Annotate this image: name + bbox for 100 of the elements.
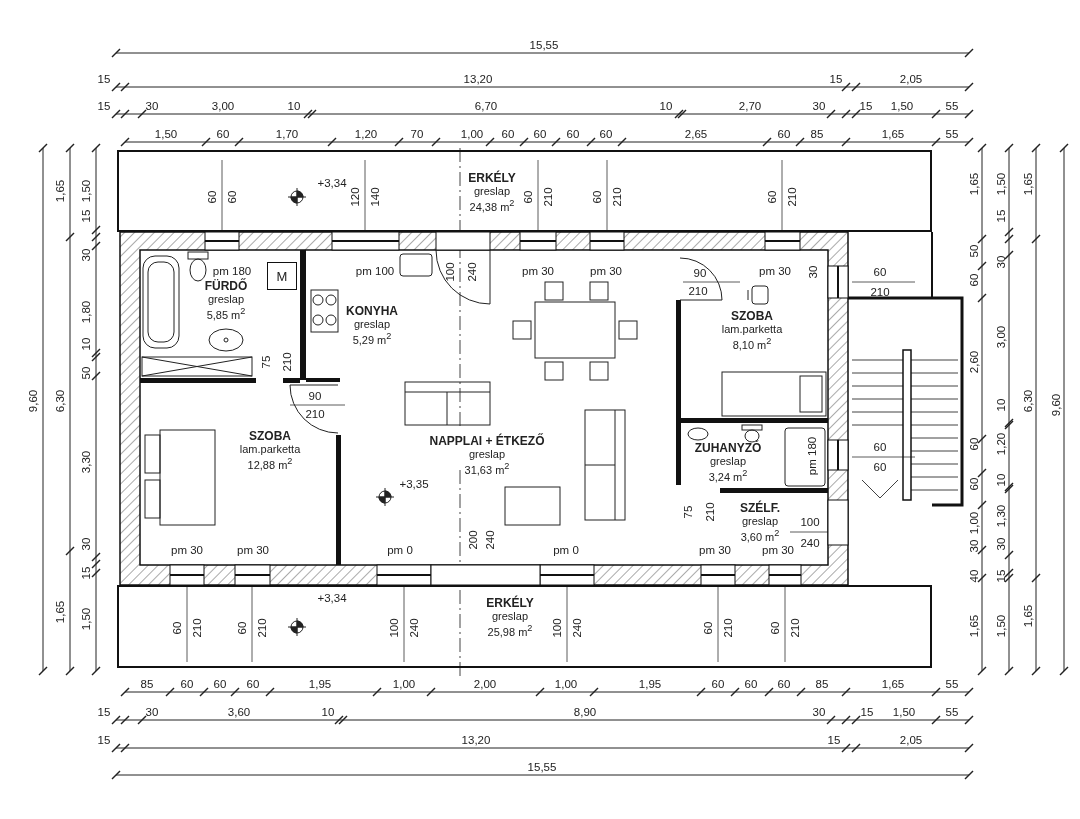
opening-size-label: 210 [785,187,799,207]
level-label: +3,34 [317,591,347,605]
dimension-text: 30 [145,99,159,113]
dimension-text: 8,90 [573,705,597,719]
dimension-text: 60 [213,677,227,691]
dimension-text: 60 [246,677,260,691]
dimension-text: 60 [744,677,758,691]
dimension-text: 3,00 [994,325,1008,349]
dimension-text: 1,65 [1021,604,1035,628]
room-name: SZOBA [248,429,292,444]
dimension-text: 2,05 [899,733,923,747]
dimension-text: 15 [79,209,93,223]
opening-size-label: 60 [873,265,887,279]
floor-material: lam.parketta [721,323,783,336]
dimension-text: 10 [79,337,93,351]
room-name: NAPPLAI + ÉTKEZŐ [429,434,545,449]
dimension-text: 1,30 [994,504,1008,528]
balcony-area [117,585,932,668]
dimension-text: 1,50 [154,127,178,141]
dimension-text: 1,50 [890,99,914,113]
dimension-text: 1,00 [392,677,416,691]
dimension-text: 60 [711,677,725,691]
room-name: ERKÉLY [486,596,534,611]
dimension-text: 60 [533,127,547,141]
dimension-text: 9,60 [1049,393,1063,417]
opening-size-label: 240 [407,618,421,638]
opening-size-label: 210 [688,284,708,298]
opening-size-label: 140 [368,187,382,207]
opening-size-label: 210 [788,618,802,638]
opening-size-label: 210 [870,285,890,299]
opening-size-label: 90 [308,389,322,403]
dimension-text: 15 [97,99,111,113]
opening-size-label: 210 [190,618,204,638]
opening-size-label: 60 [701,621,715,635]
floor-material: lam.parketta [239,443,301,456]
dimension-text: 1,65 [967,172,981,196]
dimension-text: 60 [777,127,791,141]
opening-size-label: 210 [703,502,717,522]
dimension-text: 10 [994,473,1008,487]
opening-size-label: 60 [873,440,887,454]
dimension-text: 30 [994,537,1008,551]
dimension-text: 55 [945,677,959,691]
dimension-text: 55 [945,127,959,141]
opening-size-label: 90 [693,266,707,280]
dimension-text: 30 [145,705,159,719]
dimension-text: 1,20 [994,432,1008,456]
dimension-text: 1,70 [275,127,299,141]
dimension-text: 60 [967,477,981,491]
dimension-text: 60 [967,437,981,451]
dimension-text: 30 [812,705,826,719]
dimension-text: 1,95 [638,677,662,691]
dimension-text: 15 [79,566,93,580]
opening-size-label: 210 [721,618,735,638]
dimension-text: 15 [994,569,1008,583]
room-name: SZÉLF. [740,501,780,516]
level-label: +3,34 [317,176,347,190]
dimension-text: 30 [812,99,826,113]
opening-size-label: 60 [765,190,779,204]
opening-size-label: 200 [466,530,480,550]
opening-size-label: 210 [255,618,269,638]
dimension-text: 60 [777,677,791,691]
opening-size-label: 240 [800,536,820,550]
dimension-text: 13,20 [463,72,493,86]
dimension-text: 85 [140,677,154,691]
dimension-text: 15,55 [527,760,557,774]
dimension-text: 6,70 [474,99,498,113]
dimension-text: 9,60 [26,389,40,413]
floor-material: greslap [467,448,507,461]
opening-size-label: 120 [348,187,362,207]
floor-area: 3,24 m$^{2}$ [694,467,762,483]
opening-size-label: 60 [170,621,184,635]
sill-height-label: pm 0 [387,543,413,557]
opening-size-label: 60 [590,190,604,204]
dimension-text: 60 [566,127,580,141]
dimension-text: 1,50 [79,607,93,631]
floor-material: greslap [740,515,780,528]
dimension-text: 30 [994,255,1008,269]
dimension-text: 15,55 [529,38,559,52]
dimension-text: 60 [501,127,515,141]
dimension-text: 55 [945,705,959,719]
opening-size-label: 60 [521,190,535,204]
opening-size-label: 60 [205,190,219,204]
dimension-text: 15 [859,99,873,113]
opening-size-label: 240 [570,618,584,638]
dimension-text: 60 [180,677,194,691]
dimension-text: 15 [860,705,874,719]
dimension-text: 6,30 [53,389,67,413]
sill-height-label: pm 30 [237,543,269,557]
opening-size-label: 60 [235,621,249,635]
sill-height-label: pm 0 [553,543,579,557]
opening-size-label: 100 [800,515,820,529]
dimension-text: 15 [827,733,841,747]
dimension-text: 1,50 [892,705,916,719]
dimension-text: 3,60 [227,705,251,719]
sill-height-label: pm 30 [522,264,554,278]
floor-area: 31,63 m$^{2}$ [429,460,545,476]
dimension-text: 15 [97,705,111,719]
floor-area: 12,88 m$^{2}$ [239,455,301,471]
sill-height-label: pm 30 [171,543,203,557]
sill-height-label: 30 [806,265,820,279]
